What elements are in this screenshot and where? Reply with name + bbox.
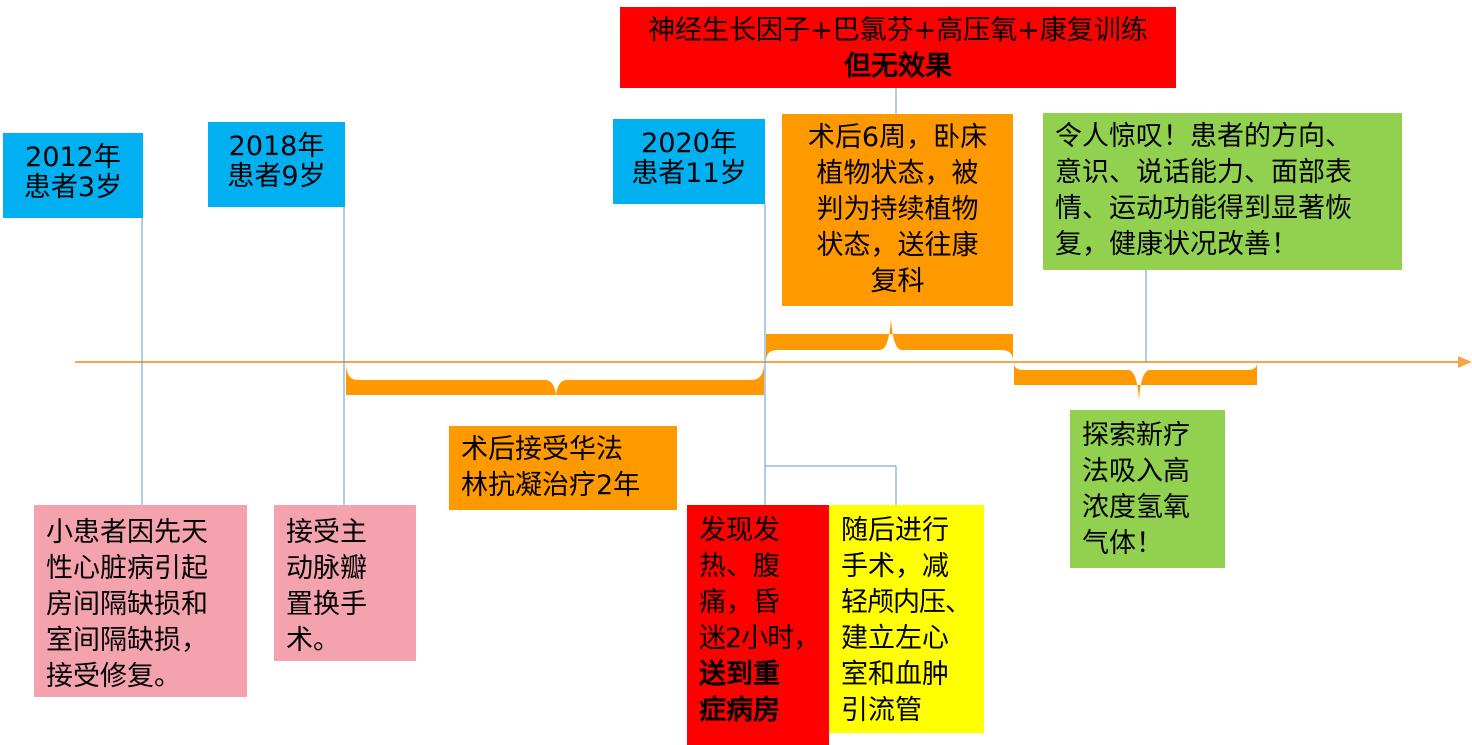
event-line: 复科 bbox=[870, 266, 925, 297]
milestone-age: 患者9岁 bbox=[227, 161, 326, 192]
event-line: 接受主 bbox=[286, 517, 367, 548]
milestone-year: 2020年 bbox=[641, 128, 737, 159]
timeline-arrowhead bbox=[1458, 356, 1472, 368]
milestone-2012: 2012年 患者3岁 bbox=[3, 133, 143, 218]
hydrogen-box: 探索新疗 法吸入高 浓度氢氧 气体！ bbox=[1070, 410, 1225, 568]
event-line: 置换手 bbox=[286, 589, 367, 620]
event-line: 室和血肿 bbox=[841, 659, 949, 690]
congenital-repair-box: 小患者因先天 性心脏病引起 房间隔缺损和 室间隔缺损， 接受修复。 bbox=[34, 505, 247, 697]
event-line: 术。 bbox=[286, 625, 340, 656]
event-line: 轻颅内压、 bbox=[841, 587, 972, 618]
event-line: 室间隔缺损， bbox=[46, 625, 208, 656]
event-line: 植物状态，被 bbox=[816, 158, 979, 189]
event-line: 随后进行 bbox=[841, 515, 949, 546]
event-line: 迷2小时， bbox=[699, 623, 820, 654]
event-line: 发现发 bbox=[699, 515, 780, 546]
event-line: 意识、说话能力、面部表 bbox=[1055, 157, 1352, 188]
event-line: 接受修复。 bbox=[46, 661, 181, 692]
emergency-box: 发现发 热、腹 痛，昏 迷2小时， 送到重 症病房 bbox=[687, 505, 829, 745]
event-line: 热、腹 bbox=[699, 551, 780, 582]
milestone-year: 2012年 bbox=[25, 142, 121, 173]
event-line: 性心脏病引起 bbox=[46, 553, 208, 584]
event-line: 小患者因先天 bbox=[46, 517, 208, 548]
brace-vegetative bbox=[766, 318, 1013, 361]
event-line: 房间隔缺损和 bbox=[46, 589, 208, 620]
vegetative-state-box: 术后6周，卧床 植物状态，被 判为持续植物 状态，送往康 复科 bbox=[782, 114, 1013, 306]
event-line: 气体！ bbox=[1082, 528, 1163, 559]
milestone-age: 患者3岁 bbox=[23, 172, 123, 203]
event-line: 手术，减 bbox=[841, 551, 949, 582]
event-line: 法吸入高 bbox=[1082, 456, 1190, 487]
event-line: 探索新疗 bbox=[1082, 420, 1190, 451]
event-line: 浓度氢氧 bbox=[1082, 492, 1190, 523]
valve-replacement-box: 接受主 动脉瓣 置换手 术。 bbox=[274, 505, 416, 661]
milestone-year: 2018年 bbox=[228, 131, 325, 162]
treatment-box: 神经生长因子+巴氯芬+高压氧+康复训练 但无效果 bbox=[620, 7, 1176, 88]
event-line: 复，健康状况改善！ bbox=[1055, 229, 1298, 260]
event-line: 痛，昏 bbox=[699, 587, 780, 618]
brace-hydrogen bbox=[1014, 363, 1257, 400]
milestone-2018: 2018年 患者9岁 bbox=[208, 122, 345, 207]
event-line: 林抗凝治疗2年 bbox=[461, 470, 641, 501]
event-line: 建立左心 bbox=[841, 623, 949, 654]
event-line: 术后接受华法 bbox=[461, 434, 623, 465]
event-line: 令人惊叹！患者的方向、 bbox=[1055, 121, 1352, 152]
milestone-age: 患者11岁 bbox=[631, 158, 747, 189]
surgery-box: 随后进行 手术，减 轻颅内压、 建立左心 室和血肿 引流管 bbox=[829, 505, 984, 733]
milestone-2020: 2020年 患者11岁 bbox=[613, 119, 765, 204]
event-line: 动脉瓣 bbox=[286, 553, 367, 584]
warfarin-box: 术后接受华法 林抗凝治疗2年 bbox=[449, 426, 677, 510]
brace-warfarin bbox=[346, 363, 764, 395]
event-line: 状态，送往康 bbox=[816, 230, 979, 261]
event-line: 术后6周，卧床 bbox=[807, 122, 988, 153]
event-line-bold: 症病房 bbox=[699, 695, 780, 726]
recovery-box: 令人惊叹！患者的方向、 意识、说话能力、面部表 情、运动功能得到显著恢 复，健康… bbox=[1043, 113, 1402, 270]
event-line: 引流管 bbox=[841, 695, 922, 726]
event-line: 判为持续植物 bbox=[816, 194, 979, 225]
event-line-bold: 送到重 bbox=[699, 659, 780, 690]
treatment-text: 神经生长因子+巴氯芬+高压氧+康复训练 bbox=[648, 15, 1148, 46]
event-line: 情、运动功能得到显著恢 bbox=[1055, 193, 1352, 224]
treatment-result: 但无效果 bbox=[844, 51, 952, 82]
